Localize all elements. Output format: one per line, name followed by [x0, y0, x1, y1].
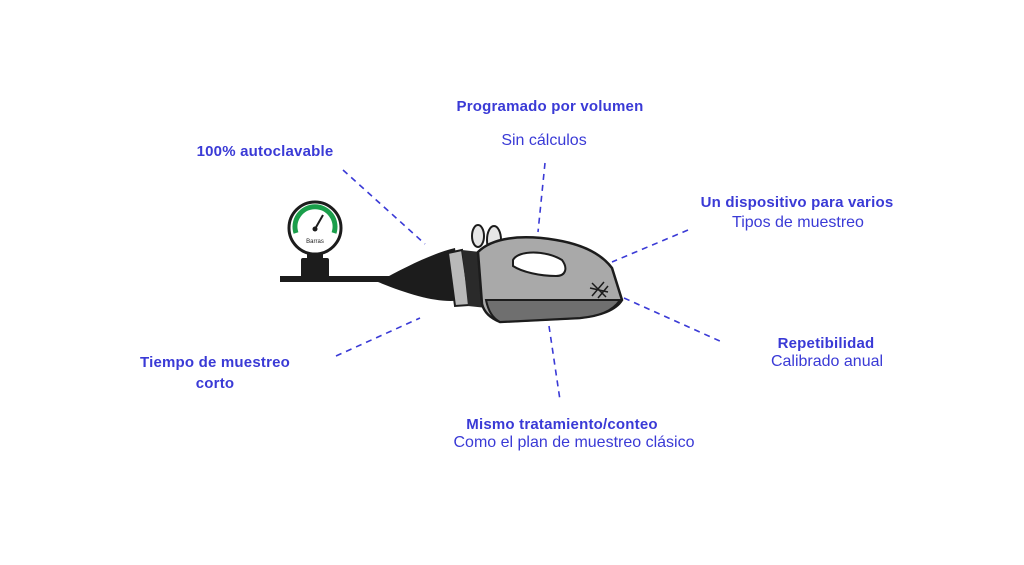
- gauge-label: Barras: [306, 239, 324, 245]
- callout-dispositivo-title: Un dispositivo para varios: [700, 194, 894, 211]
- leader-line-dispositivo: [611, 229, 689, 263]
- callout-programado-sub: Sin cálculos: [501, 132, 587, 149]
- leader-line-mismo: [548, 325, 561, 401]
- callout-dispositivo-sub: Tipos de muestreo: [732, 214, 864, 231]
- leader-line-tiempo: [335, 317, 421, 357]
- leader-line-autoclavable: [342, 169, 426, 245]
- callout-mismo-title: Mismo tratamiento/conteo: [466, 416, 658, 433]
- callout-repetibilidad-title: Repetibilidad: [777, 335, 875, 352]
- callout-repetibilidad-sub: Calibrado anual: [770, 353, 884, 370]
- pressure-gauge-icon: Barras: [287, 200, 343, 278]
- base-pipe: [280, 276, 410, 282]
- callout-programado-title: Programado por volumen: [456, 98, 644, 115]
- callout-autoclavable-title: 100% autoclavable: [196, 143, 334, 160]
- callout-mismo-sub: Como el plan de muestreo clásico: [453, 434, 695, 451]
- leader-line-repetibilidad: [623, 297, 723, 343]
- callout-tiempo-title-line1: Tiempo de muestreo: [139, 354, 291, 371]
- sampler-device-icon: [378, 224, 624, 324]
- leader-line-programado: [537, 162, 546, 233]
- callout-tiempo-title-line2: corto: [195, 375, 235, 392]
